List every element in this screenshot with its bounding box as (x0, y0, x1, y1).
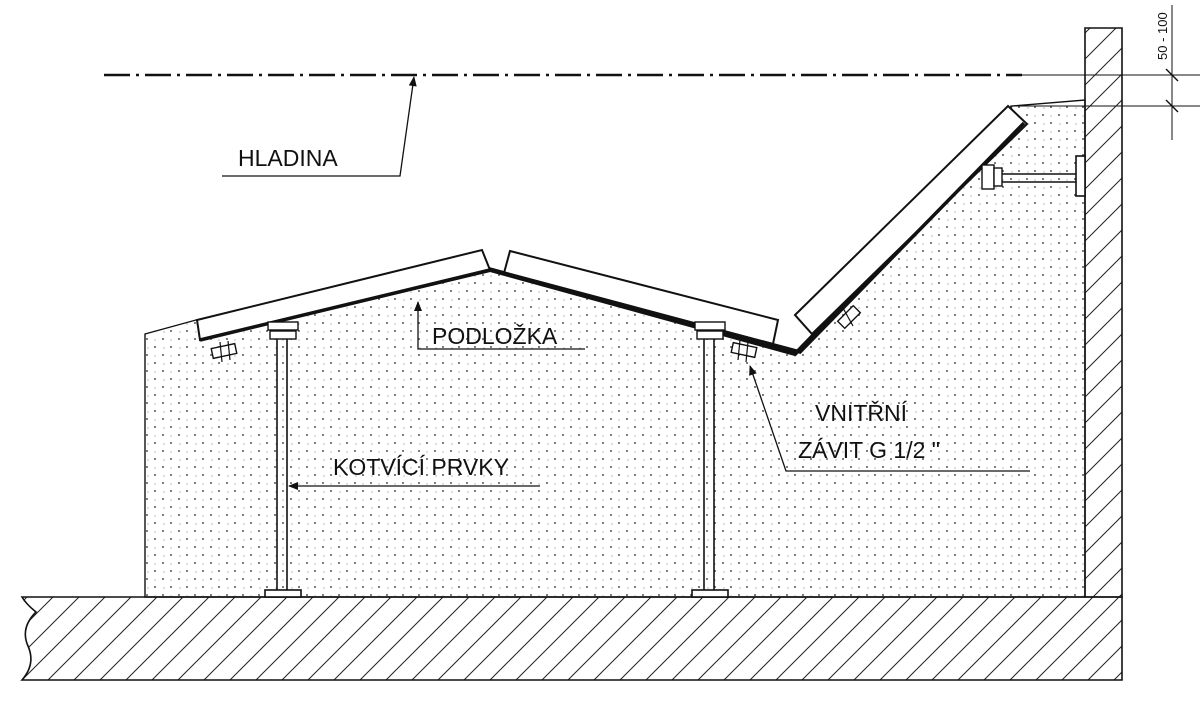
dimension-label: 50 - 100 (1155, 12, 1170, 60)
label-pad: PODLOŽKA (432, 323, 558, 349)
label-thread-line2: ZÁVIT G 1/2 " (798, 437, 940, 463)
label-water-level: HLADINA (238, 145, 338, 171)
anchor-rod-left (264, 321, 302, 598)
fitting-left (210, 340, 238, 363)
anchor-rod-right (691, 321, 729, 598)
label-thread-line1: VNITŘNÍ (815, 400, 908, 426)
leader-water-level (222, 76, 417, 177)
leader-pad (414, 301, 585, 350)
label-anchors: KOTVÍCÍ PRVKY (333, 454, 509, 480)
fitting-middle (730, 339, 758, 363)
dimension: 50 - 100 (1010, 5, 1200, 140)
leader-thread (749, 365, 1030, 472)
wall (1084, 27, 1123, 598)
floor-slab (20, 596, 1123, 681)
wall-tie (981, 155, 1086, 197)
fitting-inclined (836, 304, 862, 330)
pad-line (199, 121, 1026, 354)
panel-inclined (793, 104, 1029, 336)
